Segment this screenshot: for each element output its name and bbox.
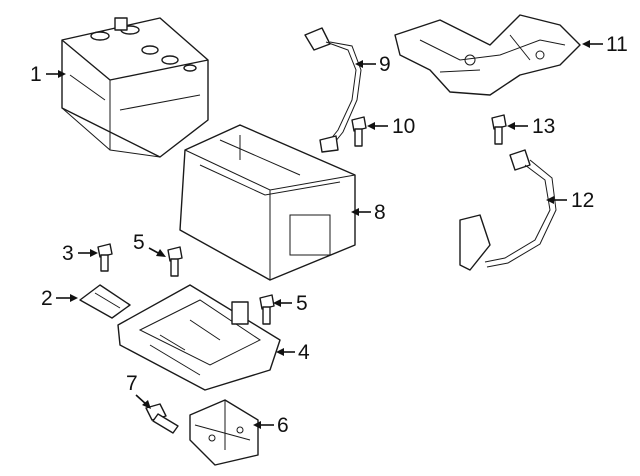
battery-tray bbox=[179, 124, 356, 281]
bolt-5-upper bbox=[167, 246, 183, 277]
bolt-13 bbox=[491, 114, 507, 145]
callout-11: 11 bbox=[606, 33, 628, 56]
battery-base bbox=[117, 284, 281, 391]
callout-5-upper: 5 bbox=[133, 231, 145, 254]
callout-9: 9 bbox=[379, 53, 391, 76]
callout-1: 1 bbox=[30, 63, 42, 86]
callout-5-lower: 5 bbox=[296, 292, 308, 315]
negative-cable bbox=[304, 27, 362, 153]
small-bracket bbox=[79, 284, 131, 319]
callout-7: 7 bbox=[126, 372, 138, 395]
bolt-10 bbox=[351, 116, 367, 147]
battery bbox=[61, 17, 209, 158]
bolt-3 bbox=[97, 243, 113, 272]
callout-12: 12 bbox=[571, 189, 595, 212]
callout-6: 6 bbox=[277, 414, 289, 437]
callout-13: 13 bbox=[532, 115, 556, 138]
leader-lines bbox=[46, 40, 603, 429]
callout-4: 4 bbox=[298, 341, 310, 364]
callout-2: 2 bbox=[41, 287, 53, 310]
callout-3: 3 bbox=[62, 242, 74, 265]
callout-10: 10 bbox=[392, 115, 416, 138]
bolt-5-lower bbox=[259, 294, 275, 325]
long-bolt bbox=[145, 403, 179, 434]
mounting-bracket bbox=[189, 399, 259, 466]
callout-8: 8 bbox=[374, 201, 386, 224]
positive-cable bbox=[459, 149, 557, 271]
bracket-assembly bbox=[394, 14, 581, 96]
